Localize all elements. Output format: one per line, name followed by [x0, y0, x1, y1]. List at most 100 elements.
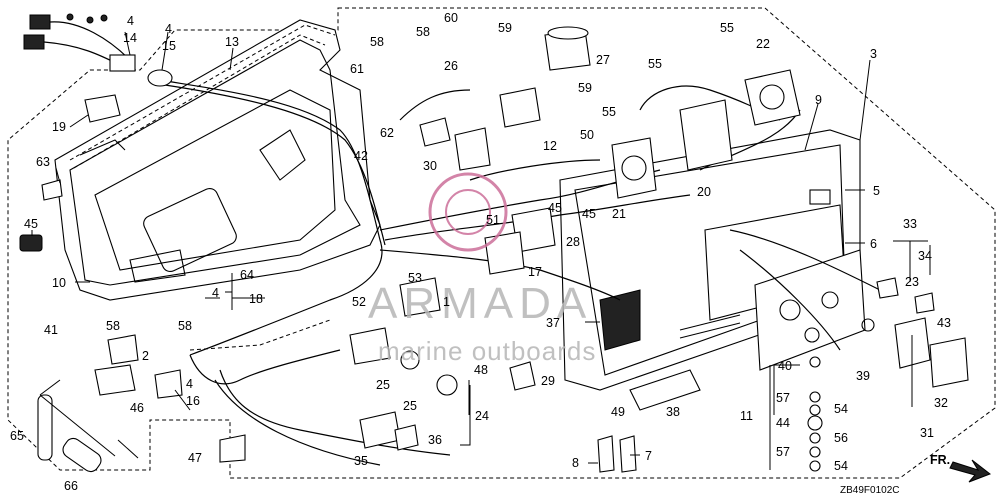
outlet-21-face [621, 155, 647, 181]
callout-55: 55 [602, 105, 616, 119]
cable-clamp-left [19, 234, 43, 252]
callout-47: 47 [188, 451, 202, 465]
callout-64: 64 [240, 268, 254, 282]
sleeve-66 [62, 437, 102, 473]
rectifier-46 [94, 364, 136, 396]
callout-50: 50 [580, 128, 594, 142]
callout-36: 36 [428, 433, 442, 447]
connector-1 [399, 277, 441, 317]
front-panel-assembly [559, 129, 866, 411]
outlet-22 [744, 69, 801, 126]
connector-cluster [23, 13, 131, 66]
knob-25 [400, 350, 420, 370]
callout-21: 21 [612, 207, 626, 221]
callout-39: 39 [856, 369, 870, 383]
callout-11: 11 [740, 409, 753, 423]
control-box-case [54, 19, 381, 301]
regulator-2 [107, 334, 139, 365]
clip-47 [219, 434, 246, 463]
callout-6: 6 [870, 237, 877, 251]
diagram-code: ZB49F0102C [840, 485, 899, 496]
ignition-switch [454, 127, 491, 171]
bolt-63 [41, 179, 63, 201]
callout-58: 58 [370, 35, 384, 49]
callout-10: 10 [52, 276, 66, 290]
callout-54: 54 [834, 459, 848, 473]
callout-9: 9 [815, 93, 822, 107]
watermark: ARMADA marine outboards [368, 172, 596, 366]
callout-57: 57 [776, 445, 790, 459]
watermark-inner-ring [445, 189, 491, 235]
callout-59: 59 [578, 81, 592, 95]
relay-socket [84, 94, 121, 123]
callout-62: 62 [380, 126, 394, 140]
direction-label: FR. [930, 453, 950, 467]
relay-12 [499, 87, 541, 128]
callout-15: 15 [162, 39, 176, 53]
callout-45: 45 [582, 207, 596, 221]
washer-54b [809, 460, 821, 472]
callout-38: 38 [666, 405, 680, 419]
callout-48: 48 [474, 363, 488, 377]
collar-56 [809, 432, 821, 444]
callout-54: 54 [834, 402, 848, 416]
callout-37: 37 [546, 316, 560, 330]
callout-7: 7 [645, 449, 652, 463]
callout-46: 46 [130, 401, 144, 415]
watermark-tagline: marine outboards [378, 336, 596, 366]
callout-44: 44 [776, 416, 790, 430]
hour-meter [349, 327, 391, 365]
terminal-8 [597, 435, 615, 473]
callout-27: 27 [596, 53, 610, 67]
outlet-20 [679, 99, 733, 171]
callout-33: 33 [903, 217, 917, 231]
callout-28: 28 [566, 235, 580, 249]
callout-25: 25 [403, 399, 417, 413]
callout-29: 29 [541, 374, 555, 388]
callout-45: 45 [24, 217, 38, 231]
callout-55: 55 [720, 21, 734, 35]
callout-23: 23 [905, 275, 919, 289]
callout-1: 1 [443, 295, 450, 309]
callout-labels: 4 14 4 15 13 19 63 45 10 60 59 58 58 61 … [10, 11, 951, 496]
switch-29 [509, 361, 536, 391]
connector-36 [394, 424, 419, 451]
outlet-21 [611, 137, 657, 199]
callout-24: 24 [475, 409, 489, 423]
callout-8: 8 [572, 456, 579, 470]
callout-66: 66 [64, 479, 78, 493]
plug-23 [876, 277, 899, 299]
callout-35: 35 [354, 454, 368, 468]
ring-24 [436, 374, 458, 396]
terminal-7 [619, 435, 637, 473]
screw-40 [809, 356, 821, 368]
frame-32 [929, 337, 969, 388]
callout-26: 26 [444, 59, 458, 73]
callout-65: 65 [10, 429, 24, 443]
callout-14: 14 [123, 31, 137, 45]
callout-31: 31 [920, 426, 934, 440]
callout-20: 20 [697, 185, 711, 199]
callout-4: 4 [127, 14, 134, 28]
callout-17: 17 [528, 265, 542, 279]
nut-57a [809, 391, 821, 403]
watermark-ring [428, 172, 508, 252]
callout-4: 4 [186, 377, 193, 391]
callout-2: 2 [142, 349, 149, 363]
callout-32: 32 [934, 396, 948, 410]
callout-58: 58 [178, 319, 192, 333]
callout-58: 58 [416, 25, 430, 39]
callout-49: 49 [611, 405, 625, 419]
nut-57b [809, 446, 821, 458]
cap-43 [914, 292, 935, 314]
callout-13: 13 [225, 35, 239, 49]
callout-63: 63 [36, 155, 50, 169]
callout-60: 60 [444, 11, 458, 25]
callout-12: 12 [543, 139, 557, 153]
grommet-44 [807, 415, 823, 431]
leader-lines [31, 31, 928, 464]
switch-35 [359, 411, 401, 449]
callout-4: 4 [165, 22, 172, 36]
group-bracket-24 [460, 385, 471, 446]
